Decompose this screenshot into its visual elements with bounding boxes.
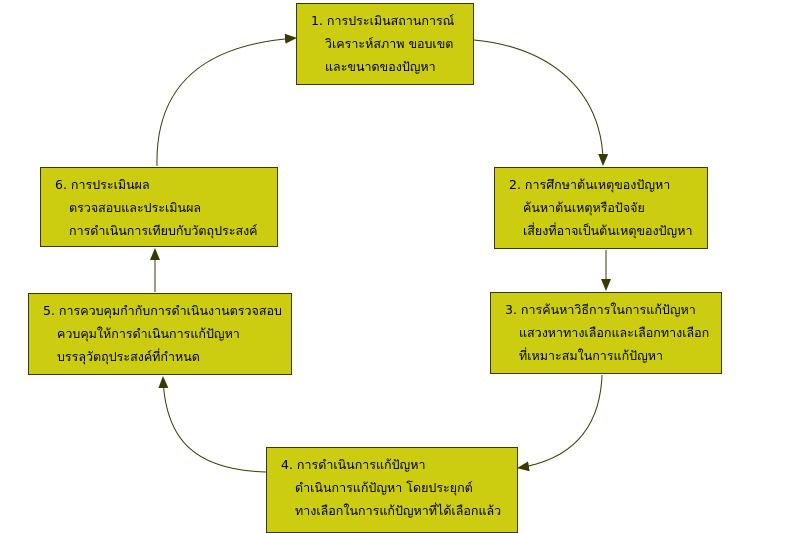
step-detail: ควบคุมให้การดำเนินการแก้ปัญหา bbox=[57, 326, 240, 341]
step-detail: เสี่ยงที่อาจเป็นต้นเหตุของปัญหา bbox=[523, 223, 693, 238]
arrow-3-to-4 bbox=[517, 374, 603, 472]
step-title: 4. การดำเนินการแก้ปัญหา bbox=[281, 457, 426, 472]
step-detail: ที่เหมาะสมในการแก้ปัญหา bbox=[519, 348, 664, 363]
step-box-monitor-control: 5. การควบคุมกำกับการดำเนินงานตรวจสอบ ควบ… bbox=[28, 293, 292, 375]
step-box-implement-solution: 4. การดำเนินการแก้ปัญหา ดำเนินการแก้ปัญห… bbox=[266, 447, 518, 533]
arrow-6-to-1 bbox=[156, 33, 297, 167]
step-detail: วิเคราะห์สภาพ ขอบเขต bbox=[325, 36, 454, 51]
step-detail: ตรวจสอบและประเมินผล bbox=[69, 200, 202, 215]
step-title: 1. การประเมินสถานการณ์ bbox=[311, 13, 455, 28]
arrow-4-to-5 bbox=[158, 376, 267, 473]
step-detail: ค้นหาต้นเหตุหรือปัจจัย bbox=[523, 200, 645, 215]
step-detail: การดำเนินการเทียบกับวัตถุประสงค์ bbox=[69, 223, 258, 238]
step-box-find-solutions: 3. การค้นหาวิธีการในการแก้ปัญหา แสวงหาทา… bbox=[490, 292, 722, 374]
step-title: 3. การค้นหาวิธีการในการแก้ปัญหา bbox=[505, 302, 696, 317]
step-detail: และขนาดของปัญหา bbox=[325, 59, 436, 74]
step-detail: ทางเลือกในการแก้ปัญหาที่ได้เลือกแล้ว bbox=[295, 503, 502, 518]
step-detail: ดำเนินการแก้ปัญหา โดยประยุกต์ bbox=[295, 480, 473, 495]
step-title: 6. การประเมินผล bbox=[55, 177, 150, 192]
arrow-1-to-2 bbox=[473, 39, 609, 166]
step-box-evaluate: 6. การประเมินผล ตรวจสอบและประเมินผล การด… bbox=[40, 167, 278, 247]
step-box-study-causes: 2. การศึกษาต้นเหตุของปัญหา ค้นหาต้นเหตุห… bbox=[494, 167, 708, 249]
step-title: 5. การควบคุมกำกับการดำเนินงานตรวจสอบ bbox=[43, 303, 282, 318]
step-box-assess-situation: 1. การประเมินสถานการณ์ วิเคราะห์สภาพ ขอบ… bbox=[296, 3, 474, 85]
step-detail: แสวงหาทางเลือกและเลือกทางเลือก bbox=[519, 325, 710, 340]
step-detail: บรรลุวัตถุประสงค์ที่กำหนด bbox=[57, 349, 200, 364]
step-title: 2. การศึกษาต้นเหตุของปัญหา bbox=[509, 177, 671, 192]
